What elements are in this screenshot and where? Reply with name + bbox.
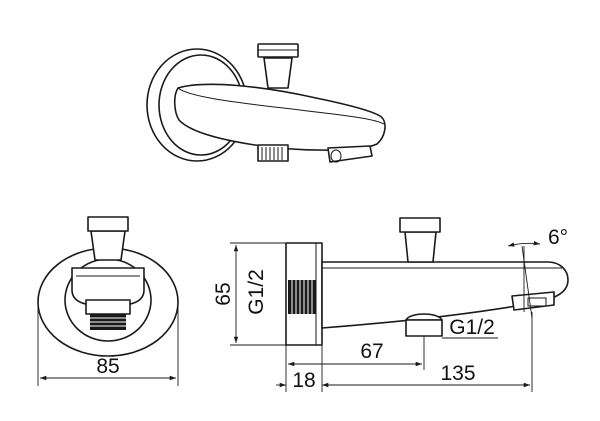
front-knob-cap — [87, 216, 129, 232]
angle-label: 6° — [548, 226, 568, 249]
side-aerator — [511, 291, 555, 311]
side-thread — [288, 280, 316, 314]
perspective-view — [146, 43, 386, 163]
dim-65-label: 65 — [212, 282, 235, 305]
aerator — [327, 145, 373, 163]
front-diverter-knob — [90, 230, 126, 261]
side-knob-cap — [399, 217, 441, 233]
side-outlet-dome — [405, 313, 443, 321]
dim-67-label: 67 — [360, 340, 383, 363]
front-outlet-nut — [85, 299, 131, 315]
shower-outlet-thread — [261, 147, 283, 160]
diverter-knob — [263, 57, 293, 89]
side-thread-lines — [291, 280, 313, 314]
front-thread-lines — [90, 317, 126, 327]
front-view: 85 — [37, 216, 179, 386]
side-aerator-ring — [527, 297, 547, 307]
outlet-thread-label: G1/2 — [449, 316, 495, 339]
aerator-ring — [330, 149, 342, 163]
side-view: 65 G1/2 67 G1/2 18 135 6° — [212, 217, 569, 392]
side-outlet-nut — [405, 319, 443, 337]
side-diverter-knob — [404, 231, 437, 263]
dim-18-label: 18 — [292, 369, 315, 392]
dim-85-label: 85 — [96, 355, 119, 378]
dim-135-label: 135 — [440, 362, 475, 385]
wall-thread-label: G1/2 — [245, 269, 268, 315]
spout-edge — [177, 87, 385, 125]
angle-arc — [507, 241, 541, 247]
